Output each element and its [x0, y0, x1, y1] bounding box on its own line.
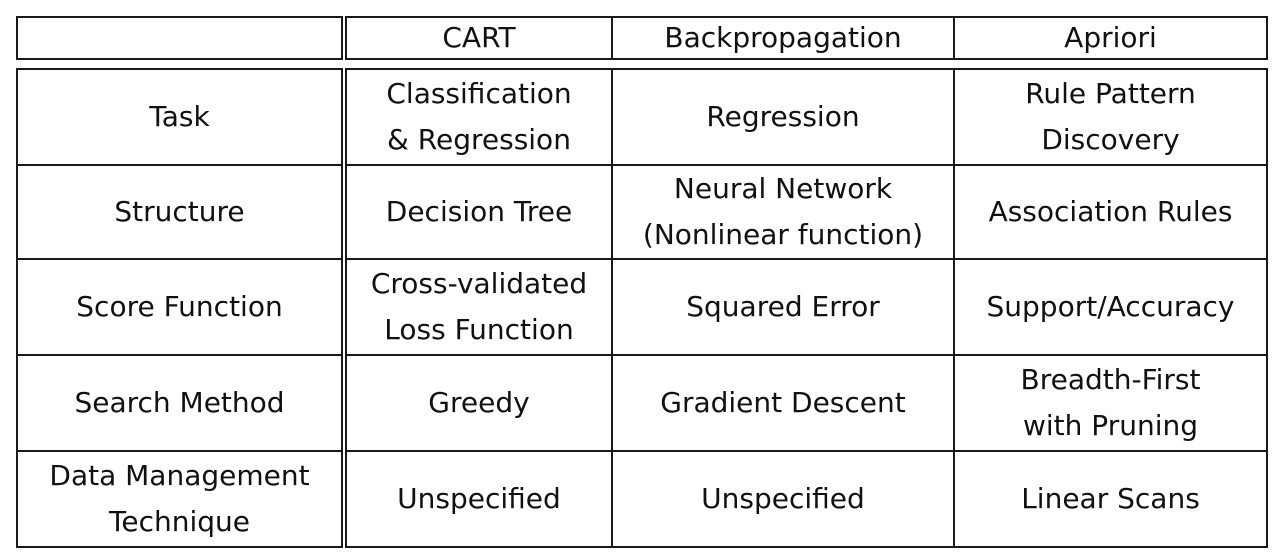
- cell-text-line: Technique: [109, 505, 250, 538]
- cell-text-line: Loss Function: [384, 313, 574, 346]
- cell-text-line: with Pruning: [1023, 409, 1198, 442]
- cell-text-line: Structure: [114, 195, 245, 228]
- cell-text-line: Regression: [706, 100, 860, 133]
- table-cell: Support/Accuracy: [953, 258, 1268, 356]
- table-body: Task Classification & Regression Regression…: [16, 68, 1268, 548]
- cell-text-line: Discovery: [1041, 123, 1180, 156]
- table-cell: Squared Error: [611, 258, 955, 356]
- cell-text-line: Search Method: [74, 386, 285, 419]
- comparison-table: Task Classification & Regression Regression…: [16, 68, 1268, 548]
- cell-text-line: Unspecified: [701, 482, 865, 515]
- table-cell: Regression: [611, 68, 955, 166]
- header-corner-cell: [16, 16, 347, 60]
- table-cell: Neural Network (Nonlinear function): [611, 164, 955, 260]
- cell-text-line: Support/Accuracy: [986, 290, 1235, 323]
- cell-text-line: Gradient Descent: [660, 386, 906, 419]
- cell-text-line: Association Rules: [988, 195, 1233, 228]
- cell-text-line: Cross-validated: [370, 267, 588, 300]
- cell-text-line: Score Function: [76, 290, 283, 323]
- table-row-task: Task Classification & Regression Regression…: [16, 68, 1268, 166]
- table-cell: Classification & Regression: [343, 68, 613, 166]
- table-cell: Association Rules: [953, 164, 1268, 260]
- cell-text-line: Classification: [386, 77, 572, 110]
- cell-text-line: Decision Tree: [385, 195, 573, 228]
- cell-text-line: (Nonlinear function): [642, 218, 924, 251]
- cell-text-line: & Regression: [387, 123, 571, 156]
- cell-text-line: Data Management: [49, 459, 310, 492]
- row-label-cell: Search Method: [16, 354, 347, 452]
- header-cell-backpropagation: Backpropagation: [611, 16, 955, 60]
- cell-text-line: Rule Pattern: [1025, 77, 1196, 110]
- row-label-cell: Score Function: [16, 258, 347, 356]
- table-cell: Decision Tree: [343, 164, 613, 260]
- table-cell: Gradient Descent: [611, 354, 955, 452]
- table-row-search-method: Search Method Greedy Gradient Descent Bread…: [16, 354, 1268, 452]
- table-cell: Unspecified: [343, 450, 613, 548]
- cell-text-line: Unspecified: [397, 482, 561, 515]
- table-row-structure: Structure Decision Tree Neural Network (Non…: [16, 164, 1268, 260]
- cell-text-line: Linear Scans: [1021, 482, 1200, 515]
- cell-text-line: Greedy: [428, 386, 530, 419]
- header-row: CART Backpropagation Apriori: [16, 16, 1268, 60]
- table-cell: Greedy: [343, 354, 613, 452]
- header-table: CART Backpropagation Apriori: [16, 16, 1268, 60]
- table-cell: Breadth-First with Pruning: [953, 354, 1268, 452]
- cell-text-line: Squared Error: [686, 290, 880, 323]
- cell-text-line: Neural Network: [673, 172, 893, 205]
- table-cell: Unspecified: [611, 450, 955, 548]
- cell-text-line: Task: [149, 100, 210, 133]
- row-label-cell: Task: [16, 68, 347, 166]
- table-cell: Linear Scans: [953, 450, 1268, 548]
- header-cell-cart: CART: [343, 16, 613, 60]
- header-cell-apriori: Apriori: [953, 16, 1268, 60]
- cell-text-line: Breadth-First: [1020, 363, 1201, 396]
- row-label-cell: Structure: [16, 164, 347, 260]
